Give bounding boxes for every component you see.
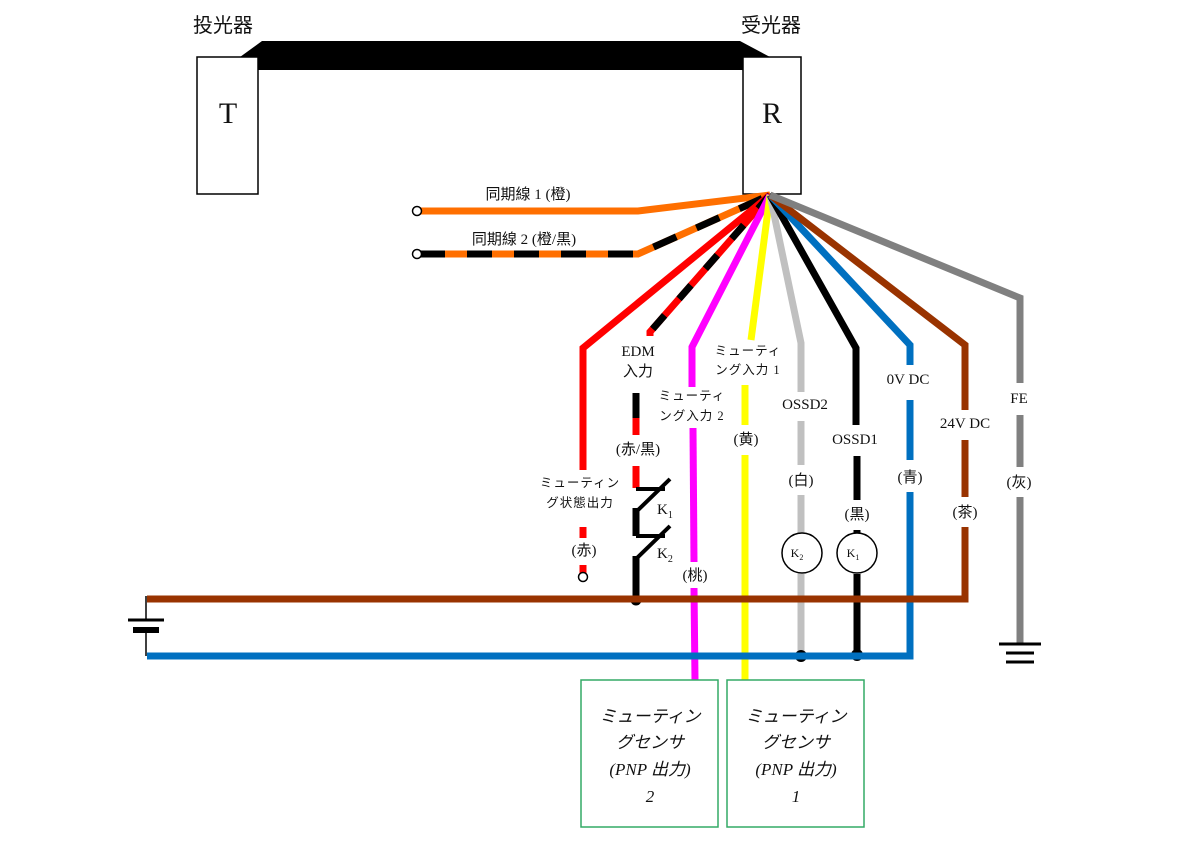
k1-coil	[836, 532, 878, 574]
k2-contact-label: K2	[657, 546, 673, 565]
k2-contact	[632, 524, 672, 600]
muting-in2-color: (桃)	[683, 567, 708, 584]
muting-in2-label-1: ミューティ	[659, 389, 726, 403]
muting-status-terminal	[577, 571, 589, 583]
sync1-wire	[418, 191, 771, 215]
ossd2-wire	[766, 194, 805, 392]
edm-stripe	[647, 192, 773, 335]
edm-label-1: EDM	[621, 344, 654, 360]
muting-status-label-1: ミューティン	[540, 476, 620, 490]
transmitter-box	[196, 56, 259, 195]
inter-unit-cable	[240, 41, 770, 85]
transmitter-letter: T	[219, 97, 237, 130]
k1-coil-label: K1	[847, 546, 860, 562]
ossd1-wire	[766, 193, 860, 425]
ground-icon	[999, 642, 1041, 664]
edm-wire	[646, 192, 773, 336]
k1-contact	[632, 477, 672, 536]
muting-sensor-1: ミューティン グセンサ (PNP 出力) 1	[726, 679, 865, 828]
muting-in2-wire	[688, 193, 774, 387]
sync1-label: 同期線 1 (橙)	[486, 186, 571, 203]
receiver-title: 受光器	[741, 14, 801, 37]
muting-in1-color: (黄)	[734, 431, 759, 448]
muting-in2-label-2: ング入力 2	[659, 409, 724, 423]
v24-wire	[767, 192, 969, 410]
svg-text:(PNP 出力): (PNP 出力)	[755, 760, 837, 779]
muting-in1-label-1: ミューティ	[715, 344, 782, 358]
muting-status-color: (赤)	[572, 542, 597, 559]
edm-color: (赤/黒)	[616, 441, 660, 458]
muting-status-label-2: グ状態出力	[546, 495, 614, 510]
muting-in2-wire-mid	[689, 427, 698, 563]
muting-in1-label-2: ング入力 1	[715, 363, 780, 377]
v24-color: (茶)	[953, 504, 978, 521]
svg-text:2: 2	[646, 787, 655, 806]
receiver-box	[742, 56, 802, 195]
ossd2-label: OSSD2	[782, 397, 828, 413]
k2-coil-label: K2	[791, 546, 804, 562]
ossd1-label: OSSD1	[832, 432, 878, 448]
muting-in1-wire	[747, 194, 774, 341]
receiver-letter: R	[762, 97, 782, 130]
muting-in2-wire-lower	[690, 587, 699, 681]
v0-wire-lower	[147, 492, 914, 660]
svg-text:グセンサ: グセンサ	[616, 733, 686, 752]
fe-color: (灰)	[1007, 474, 1032, 491]
ossd1-color: (黒)	[845, 507, 870, 523]
transmitter-title: 投光器	[193, 14, 253, 37]
ossd2-color: (白)	[789, 472, 814, 489]
svg-text:ミューティン: ミューティン	[600, 707, 702, 726]
svg-text:(PNP 出力): (PNP 出力)	[609, 760, 691, 779]
svg-text:1: 1	[792, 787, 801, 806]
v24-label: 24V DC	[940, 416, 990, 432]
muting-sensor-2: ミューティン グセンサ (PNP 出力) 2	[580, 679, 719, 828]
v24-wire-lower	[147, 527, 969, 603]
v0-label: 0V DC	[887, 372, 930, 388]
svg-text:グセンサ: グセンサ	[762, 733, 832, 752]
k2-coil	[781, 532, 823, 574]
battery-icon	[128, 596, 164, 656]
sync2-terminal	[411, 248, 423, 260]
sync1-terminal	[411, 205, 423, 217]
fe-label: FE	[1010, 391, 1028, 407]
sync2-label: 同期線 2 (橙/黒)	[472, 231, 576, 248]
sync2-wire	[420, 191, 772, 258]
edm-label-2: 入力	[623, 363, 653, 380]
k1-contact-label: K1	[657, 502, 673, 521]
svg-text:ミューティン: ミューティン	[746, 707, 848, 726]
v0-color: (青)	[898, 469, 923, 486]
muting-status-wire	[579, 192, 773, 470]
fe-wire	[768, 191, 1024, 383]
v0-wire	[767, 192, 914, 365]
